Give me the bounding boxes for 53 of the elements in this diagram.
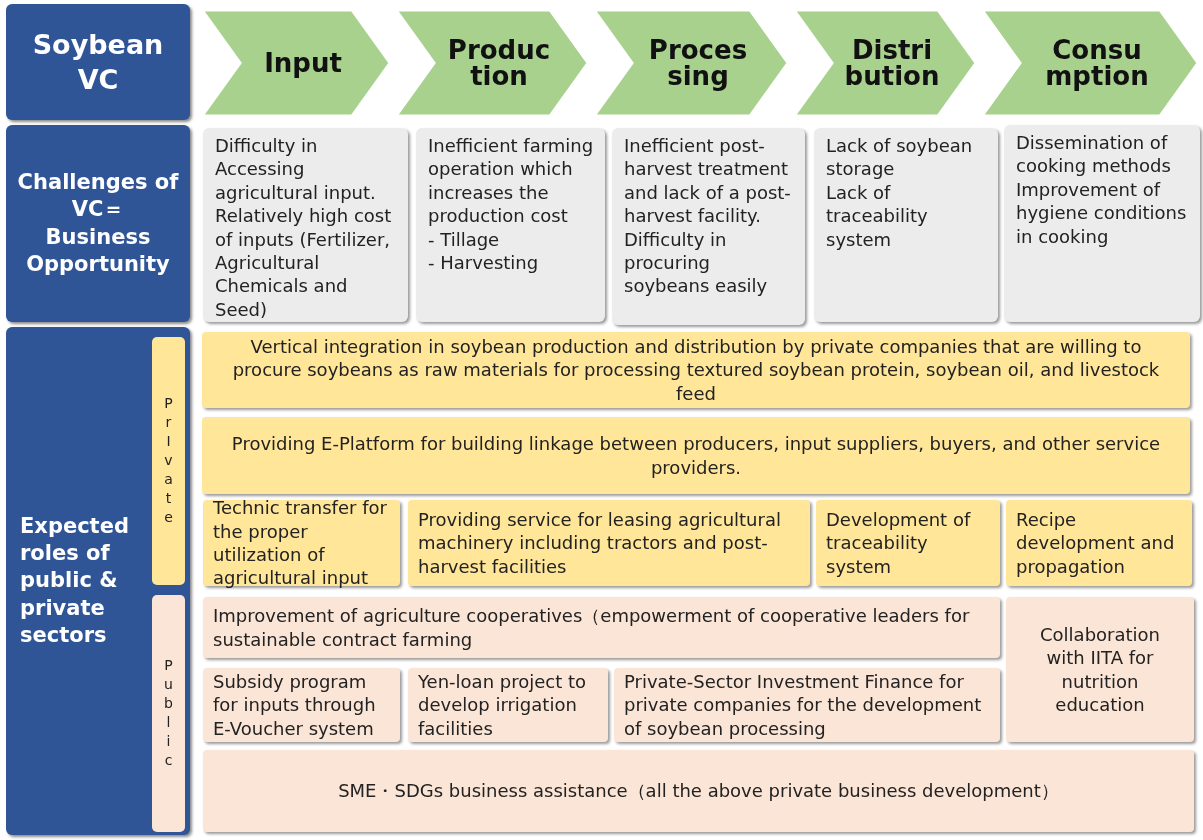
- challenge-text: Dissemination of cooking methods: [1016, 131, 1172, 178]
- challenge-text: Lack of soybean storage: [826, 134, 974, 181]
- challenge-text: Difficulty in procuring soybeans easily: [624, 227, 769, 298]
- stage-label: Distri bution: [843, 37, 941, 89]
- sector-tab: [152, 337, 185, 585]
- challenge-text: - Tillage: [428, 227, 501, 251]
- role-text: Improvement of agriculture cooperatives（empowerment of cooperative leaders for sustainable contract farming: [213, 604, 971, 651]
- role-box: [202, 417, 1190, 494]
- sector-label: PrIvate: [161, 394, 176, 528]
- stage-label: Consu mption: [1044, 37, 1150, 89]
- role-box: [203, 668, 400, 742]
- role-text: Recipe development and propagation: [1016, 507, 1176, 579]
- role-text: Private-Sector Investment Finance for private companies for the development of soybean processing: [624, 669, 983, 741]
- row-heading-box: [6, 327, 190, 835]
- role-text: Technic transfer for the proper utilization of agricultural input: [213, 496, 388, 590]
- challenge-text: - Harvesting: [428, 250, 540, 275]
- heading-text: Soybean VC: [31, 27, 165, 97]
- heading-text: Challenges of VC＝ Business Opportunity: [16, 168, 180, 278]
- role-text: Providing E-Platform for building linkage between producers, input suppliers, buyers, and other service providers.: [230, 432, 1162, 479]
- role-box: [1006, 500, 1192, 586]
- challenge-box: [416, 128, 605, 322]
- stage-label: Produc tion: [446, 37, 552, 89]
- sector-tab: [152, 595, 185, 832]
- role-text: Development of traceability system: [826, 507, 972, 579]
- role-text: Collaboration with IITA for nutrition education: [1039, 622, 1161, 717]
- role-text: Providing service for leasing agricultural machinery including tractors and post-harvest facilities: [418, 507, 782, 579]
- challenge-text: Lack of traceability system: [826, 180, 929, 251]
- challenge-text: Inefficient farming operation which increases the production cost: [428, 134, 595, 228]
- role-text: Subsidy program for inputs through E-Voucher system: [213, 669, 377, 741]
- challenge-text: Difficulty in Accessing agricultural input.: [215, 134, 377, 205]
- row-heading-box: [6, 125, 190, 322]
- stage-label: Proces sing: [647, 37, 749, 89]
- role-box: [816, 500, 1000, 586]
- challenge-text: Inefficient post-harvest treatment and lack of a post-harvest facility.: [624, 134, 792, 228]
- challenge-text: Improvement of hygiene conditions in cooking: [1016, 177, 1188, 248]
- heading-text: Expected roles of public & private sectors: [20, 512, 130, 649]
- challenge-box: [203, 128, 408, 322]
- role-box: [203, 597, 1000, 658]
- challenge-box: [814, 128, 998, 322]
- row-heading-box: [6, 4, 190, 120]
- challenge-box: [612, 128, 805, 325]
- role-text: Vertical integration in soybean production and distribution by private companies that are willing to procure soybeans as raw materials for processing textured soybean protein, soybean oil, and livestock feed: [231, 334, 1161, 406]
- challenge-box: [1004, 125, 1200, 322]
- role-box: [408, 668, 608, 742]
- role-box: [408, 500, 810, 586]
- role-box: [203, 750, 1194, 832]
- role-text: Yen-loan project to develop irrigation facilities: [418, 669, 588, 741]
- role-text: SME・SDGs business assistance（all the above private business development）: [337, 779, 1060, 803]
- role-box: [203, 500, 400, 586]
- stage-label: Input: [264, 50, 342, 76]
- challenge-text: Relatively high cost of inputs (Fertilizer, Agricultural Chemicals and Seed): [215, 204, 393, 322]
- sector-label: Public: [161, 656, 176, 771]
- role-box: [1006, 597, 1194, 742]
